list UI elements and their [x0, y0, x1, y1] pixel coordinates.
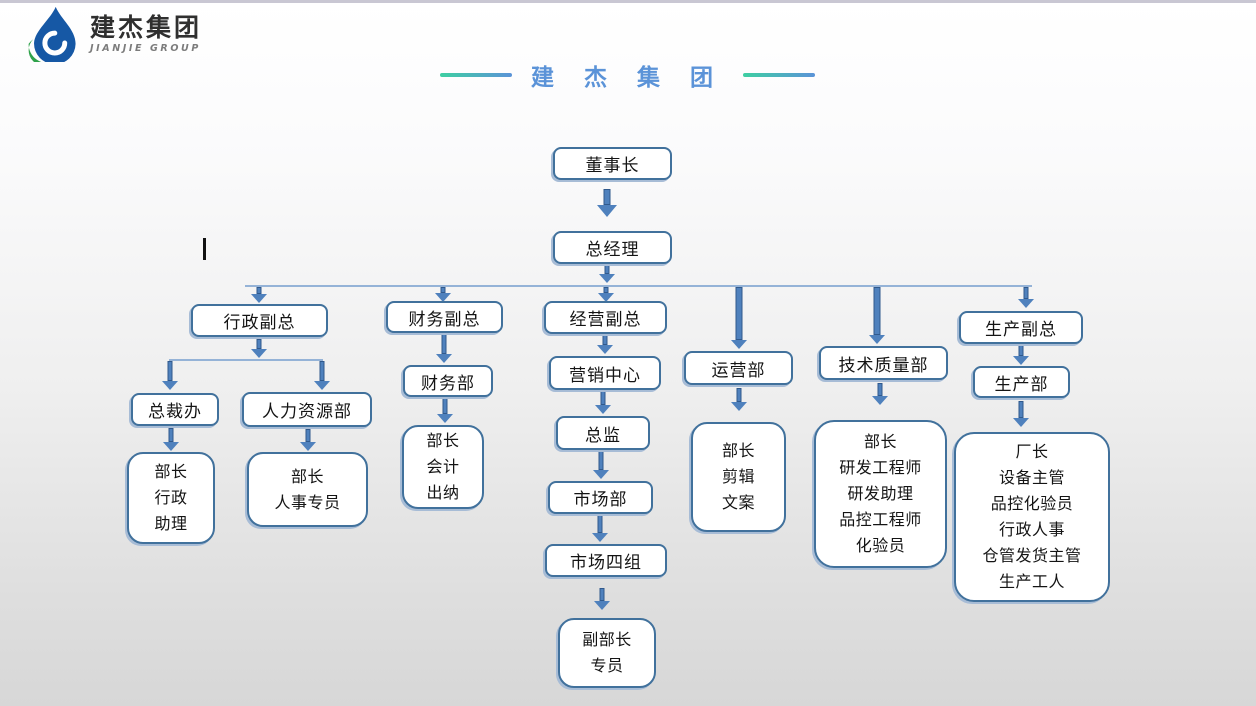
down-arrow-to-finance-vp [433, 287, 453, 302]
node-business-vp: 经营副总 [544, 301, 667, 334]
node-market-group4: 市场四组 [545, 544, 667, 577]
node-tech-quality-dept: 技术质量部 [819, 346, 948, 380]
node-admin-vp: 行政副总 [191, 304, 328, 337]
connector-admin-line [169, 359, 323, 361]
logo-company-subtitle: JIANJIE GROUP [90, 42, 201, 54]
down-arrow-to-factory-staff [1011, 401, 1031, 427]
node-factory-staff: 厂长 设备主管 品控化验员 行政人事 仓管发货主管 生产工人 [954, 432, 1110, 602]
logo-company-name: 建杰集团 [90, 12, 203, 42]
down-arrow-to-admin-vp [249, 287, 269, 303]
down-arrow-to-finance-dept [434, 334, 454, 363]
title-left-dash [440, 73, 512, 77]
slide-title: 建 杰 集 团 [530, 65, 725, 91]
node-director: 总监 [556, 416, 650, 450]
node-president-office: 总裁办 [131, 393, 219, 426]
down-arrow-to-tech-staff [870, 383, 890, 405]
down-arrow-gm-mainline [597, 265, 617, 283]
node-production-dept: 生产部 [973, 366, 1070, 398]
down-arrow-to-operation-dept [729, 287, 749, 349]
down-arrow-admin-vp-subline [249, 339, 269, 358]
down-arrow-to-marketing-center [595, 335, 615, 354]
node-finance-dept: 财务部 [403, 365, 493, 397]
down-arrow-to-business-vp [596, 287, 616, 302]
node-hr-staff: 部长 人事专员 [247, 452, 368, 527]
down-arrow-to-hr-staff [298, 429, 318, 451]
node-finance-vp: 财务副总 [386, 301, 503, 333]
water-drop-logo-icon [24, 6, 82, 62]
node-tech-staff: 部长 研发工程师 研发助理 品控工程师 化验员 [814, 420, 947, 568]
node-production-vp: 生产副总 [959, 311, 1083, 344]
top-border-strip [0, 0, 1256, 3]
down-arrow-chairman-gm [597, 189, 617, 217]
down-arrow-to-production-vp [1016, 287, 1036, 308]
connector-main-line [245, 285, 1032, 287]
node-marketing-center: 营销中心 [549, 356, 661, 390]
down-arrow-to-production-dept [1011, 345, 1031, 365]
down-arrow-to-market-dept [591, 451, 611, 479]
node-finance-staff: 部长 会计 出纳 [402, 425, 484, 509]
down-arrow-to-finance-staff [435, 398, 455, 423]
title-right-dash [743, 73, 815, 77]
text-cursor [203, 238, 206, 260]
down-arrow-to-market-group4 [590, 515, 610, 542]
company-logo: 建杰集团 JIANJIE GROUP [24, 6, 202, 62]
slide-title-row: 建 杰 集 团 [440, 58, 815, 92]
down-arrow-to-tech-quality [867, 287, 887, 344]
down-arrow-to-president-office [160, 361, 180, 390]
node-market-dept: 市场部 [548, 481, 653, 514]
down-arrow-to-operation-staff [729, 388, 749, 411]
down-arrow-to-hr-dept [312, 361, 332, 390]
node-hr-dept: 人力资源部 [242, 392, 372, 427]
node-general-manager: 总经理 [553, 231, 672, 264]
down-arrow-to-admin-staff [161, 428, 181, 451]
node-operation-dept: 运营部 [684, 351, 793, 385]
node-admin-staff: 部长 行政 助理 [127, 452, 215, 544]
down-arrow-to-director [593, 391, 613, 414]
down-arrow-to-deputy-staff [592, 588, 612, 610]
node-chairman: 董事长 [553, 147, 672, 180]
node-deputy-staff: 副部长 专员 [558, 618, 656, 688]
node-operation-staff: 部长 剪辑 文案 [691, 422, 786, 532]
